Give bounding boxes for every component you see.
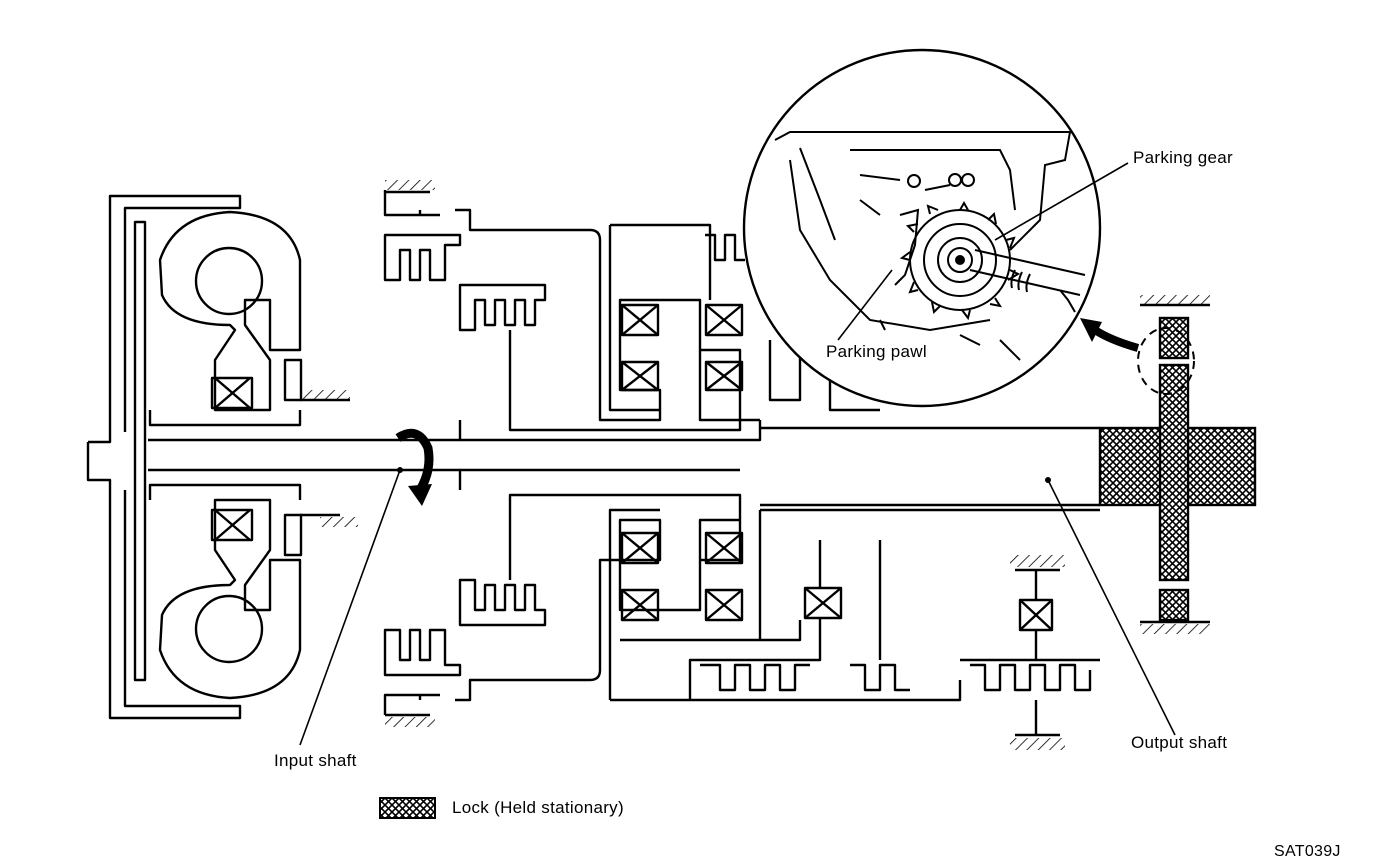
parking-gear-label: Parking gear: [1133, 148, 1233, 167]
output-shaft: [760, 426, 1100, 507]
input-shaft: [148, 420, 762, 490]
legend-lock-label: Lock (Held stationary): [452, 798, 624, 817]
input-shaft-leader: [299, 469, 401, 746]
inset-pointer-arrow-icon: [1080, 318, 1140, 352]
torque-converter: [86, 194, 350, 720]
parking-pawl-leader: [837, 269, 893, 341]
parking-inset: [742, 48, 1102, 408]
parking-gear-leader: [994, 162, 1129, 241]
output-shaft-label: Output shaft: [1131, 733, 1228, 752]
upper-clutch-assembly: [383, 190, 880, 432]
figure-code: SAT039J: [1274, 843, 1341, 860]
legend-lock-swatch: [379, 797, 436, 819]
lower-clutch-assembly: [383, 493, 1100, 737]
output-shaft-leader: [1047, 479, 1176, 736]
locked-output-gear: [1098, 295, 1257, 634]
parking-pawl-label: Parking pawl: [826, 342, 927, 361]
input-shaft-label: Input shaft: [274, 751, 357, 770]
rotation-arrow-icon: [395, 428, 434, 506]
